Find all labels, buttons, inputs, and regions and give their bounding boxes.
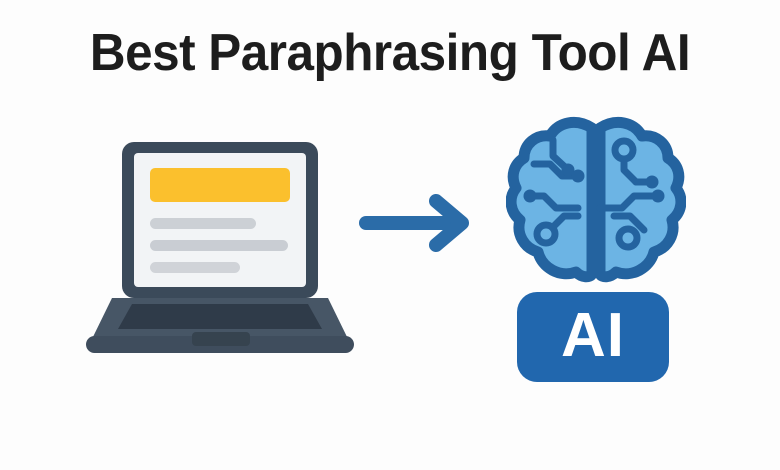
circuit-node xyxy=(645,175,659,189)
brain-hemisphere-right xyxy=(594,116,686,283)
laptop-keyboard xyxy=(118,304,322,329)
text-line-2 xyxy=(150,240,288,251)
arrow-right-icon xyxy=(358,192,478,254)
circuit-node xyxy=(615,225,641,251)
laptop-trackpad xyxy=(192,332,250,346)
ai-brain-icon xyxy=(506,112,686,290)
circuit-node xyxy=(611,137,637,163)
circuit-node xyxy=(571,169,585,183)
ai-illustration: AI xyxy=(498,112,688,384)
ai-badge: AI xyxy=(517,292,669,382)
circuit-node xyxy=(523,189,537,203)
circuit-node xyxy=(533,221,559,247)
text-line-1 xyxy=(150,218,256,229)
brain-hemisphere-left xyxy=(506,116,598,283)
laptop-illustration xyxy=(82,138,358,366)
circuit-node xyxy=(561,163,575,177)
circuit-node xyxy=(651,189,665,203)
text-line-3 xyxy=(150,262,240,273)
arrow-head xyxy=(429,194,469,252)
highlighted-text-bar xyxy=(150,168,290,202)
ai-badge-label: AI xyxy=(561,301,625,370)
page-title: Best Paraphrasing Tool AI xyxy=(89,24,691,82)
